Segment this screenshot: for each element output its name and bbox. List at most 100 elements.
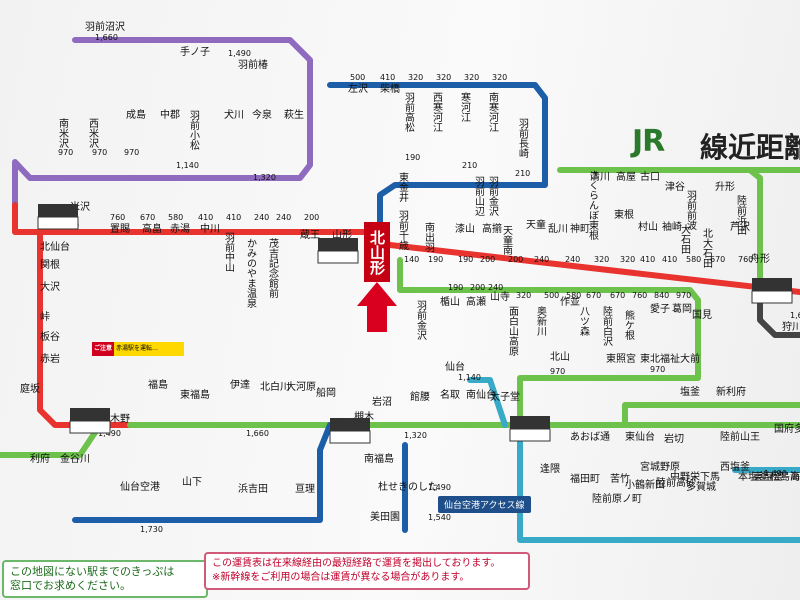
fare-label-56: 670 xyxy=(586,291,601,300)
station-name-26: 南寒河江 xyxy=(487,91,499,132)
station-name-124: 清川 xyxy=(590,170,610,183)
station-name-110: 中野栄 xyxy=(670,470,700,483)
fare-label-41: 410 xyxy=(662,255,677,264)
fare-label-98: 1,540 xyxy=(428,513,451,522)
station-name-60: 葛岡 xyxy=(672,302,692,315)
jr-logo: JR xyxy=(632,124,665,159)
station-name-78: 船岡 xyxy=(316,386,336,399)
station-name-111: 多賀城 xyxy=(686,480,716,493)
fare-label-25: 320 xyxy=(464,73,479,82)
footer-right-line: ※新幹線をご利用の場合は運賃が異なる場合があります。 xyxy=(212,572,470,583)
station-name-93: 新利府 xyxy=(716,385,746,398)
station-name-63: 北山 xyxy=(550,351,570,363)
aobadori-route xyxy=(467,377,508,428)
station-name-7: 羽前小松 xyxy=(188,110,200,151)
station-name-101: 浜吉田 xyxy=(238,483,268,495)
station-name-51: 高瀬 xyxy=(466,295,486,308)
station-name-81: 館腰 xyxy=(410,390,430,403)
station-name-76: 北白川 xyxy=(260,380,290,393)
fare-label-125: 1,660 xyxy=(790,311,800,320)
station-name-89: 岩切 xyxy=(664,432,684,445)
yonesaka-route xyxy=(12,37,313,208)
station-name-95: 金谷川 xyxy=(60,452,90,465)
footer-left-line: この地図にない駅までのきっぷは xyxy=(10,565,175,578)
station-name-90: 陸前山王 xyxy=(720,430,760,443)
fare-label-35: 200 xyxy=(508,255,523,264)
fare-label-51: 200 xyxy=(470,283,485,292)
station-name-14: 赤湯 xyxy=(170,222,190,235)
fare-label-21: 500 xyxy=(350,73,365,82)
major-station-fare-box-2 xyxy=(69,420,111,434)
station-name-118: 陸前浜田 xyxy=(735,194,747,235)
station-name-57: 陸前白沢 xyxy=(601,305,613,347)
fare-label-23: 320 xyxy=(408,73,423,82)
fare-label-6: 1,140 xyxy=(176,161,199,170)
station-name-31: 羽前千歳 xyxy=(397,210,409,250)
station-name-112: 下馬 xyxy=(700,471,720,483)
fare-label-31: 140 xyxy=(404,255,419,264)
station-name-39: さくらんぼ東根 xyxy=(587,170,599,241)
station-name-66: 関根 xyxy=(40,258,60,271)
station-name-86: 仙台 xyxy=(445,360,465,373)
station-name-123: 高屋 xyxy=(616,170,636,183)
fare-label-44: 760 xyxy=(738,255,753,264)
fare-label-3: 970 xyxy=(58,148,73,157)
station-name-5: 成島 xyxy=(126,108,146,121)
station-name-46: 舟形 xyxy=(750,252,770,265)
fare-label-37: 240 xyxy=(565,255,580,264)
fare-label-30: 210 xyxy=(515,169,530,178)
fare-label-32: 190 xyxy=(428,255,443,264)
fare-label-28: 190 xyxy=(405,153,420,162)
station-name-87: あおば通 xyxy=(570,431,610,443)
fare-label-39: 320 xyxy=(620,255,635,264)
station-name-24: 西寒河江 xyxy=(431,92,443,132)
major-station-box-4 xyxy=(510,416,550,429)
station-name-59: 愛子 xyxy=(650,302,670,315)
station-name-109: 陸前高砂 xyxy=(656,476,696,489)
station-name-69: 板谷 xyxy=(40,330,60,343)
fare-label-43: 670 xyxy=(710,255,725,264)
notice-text: 赤湯駅を運転… xyxy=(116,345,159,352)
fare-label-55: 580 xyxy=(566,291,581,300)
station-name-84: 太子堂 xyxy=(490,390,520,403)
station-name-92: 塩釜 xyxy=(680,385,700,398)
station-name-18: 茂吉記念館前 xyxy=(267,237,279,299)
map-title: 線近距離き xyxy=(700,131,800,164)
major-station-fare-box-3 xyxy=(329,430,371,444)
station-name-119: 升形 xyxy=(715,181,735,193)
fare-label-34: 200 xyxy=(480,255,495,264)
station-name-75: 伊達 xyxy=(230,379,250,391)
station-name-120: 羽前前波 xyxy=(685,190,697,231)
station-name-117: 高城町 xyxy=(790,470,800,483)
footer-left-note: この地図にない駅までのきっぷは 窓口でお求めください。 xyxy=(2,560,208,598)
current-station-marker: 北山形 xyxy=(364,222,390,282)
station-name-77: 大河原 xyxy=(286,380,316,393)
station-name-103: 逢隈 xyxy=(540,463,560,475)
station-name-10: 萩生 xyxy=(284,108,304,121)
station-name-56: 八ツ森 xyxy=(578,306,590,337)
fare-label-54: 500 xyxy=(544,291,559,300)
fare-label-75: 1,660 xyxy=(246,429,269,438)
rifu-branch-route xyxy=(622,402,800,428)
fare-label-62: 970 xyxy=(650,365,665,374)
station-name-52: 山寺 xyxy=(490,291,510,303)
fare-label-24: 320 xyxy=(436,73,451,82)
footer-left-line: 窓口でお求めください。 xyxy=(10,579,131,592)
fare-label-80: 1,320 xyxy=(404,431,427,440)
station-name-53: 面白山高原 xyxy=(507,306,519,356)
fare-label-99: 1,730 xyxy=(140,525,163,534)
notice-box: ご注意赤湯駅を運転… xyxy=(92,342,184,356)
fare-label-42: 580 xyxy=(686,255,701,264)
station-name-22: 柴橋 xyxy=(380,82,400,95)
station-name-83: 南仙台 xyxy=(466,388,496,401)
fare-label-36: 240 xyxy=(534,255,549,264)
aterazawa-route xyxy=(327,82,548,235)
fare-label-114: 1,490 xyxy=(764,469,787,478)
station-name-91: 国府多賀城 xyxy=(774,422,800,435)
station-name-41: 村山 xyxy=(638,220,658,233)
station-name-17: かみのやま温泉 xyxy=(245,238,257,308)
station-name-45: 芦沢 xyxy=(730,220,750,233)
fare-label-38: 320 xyxy=(594,255,609,264)
station-name-33: 漆山 xyxy=(455,222,475,235)
